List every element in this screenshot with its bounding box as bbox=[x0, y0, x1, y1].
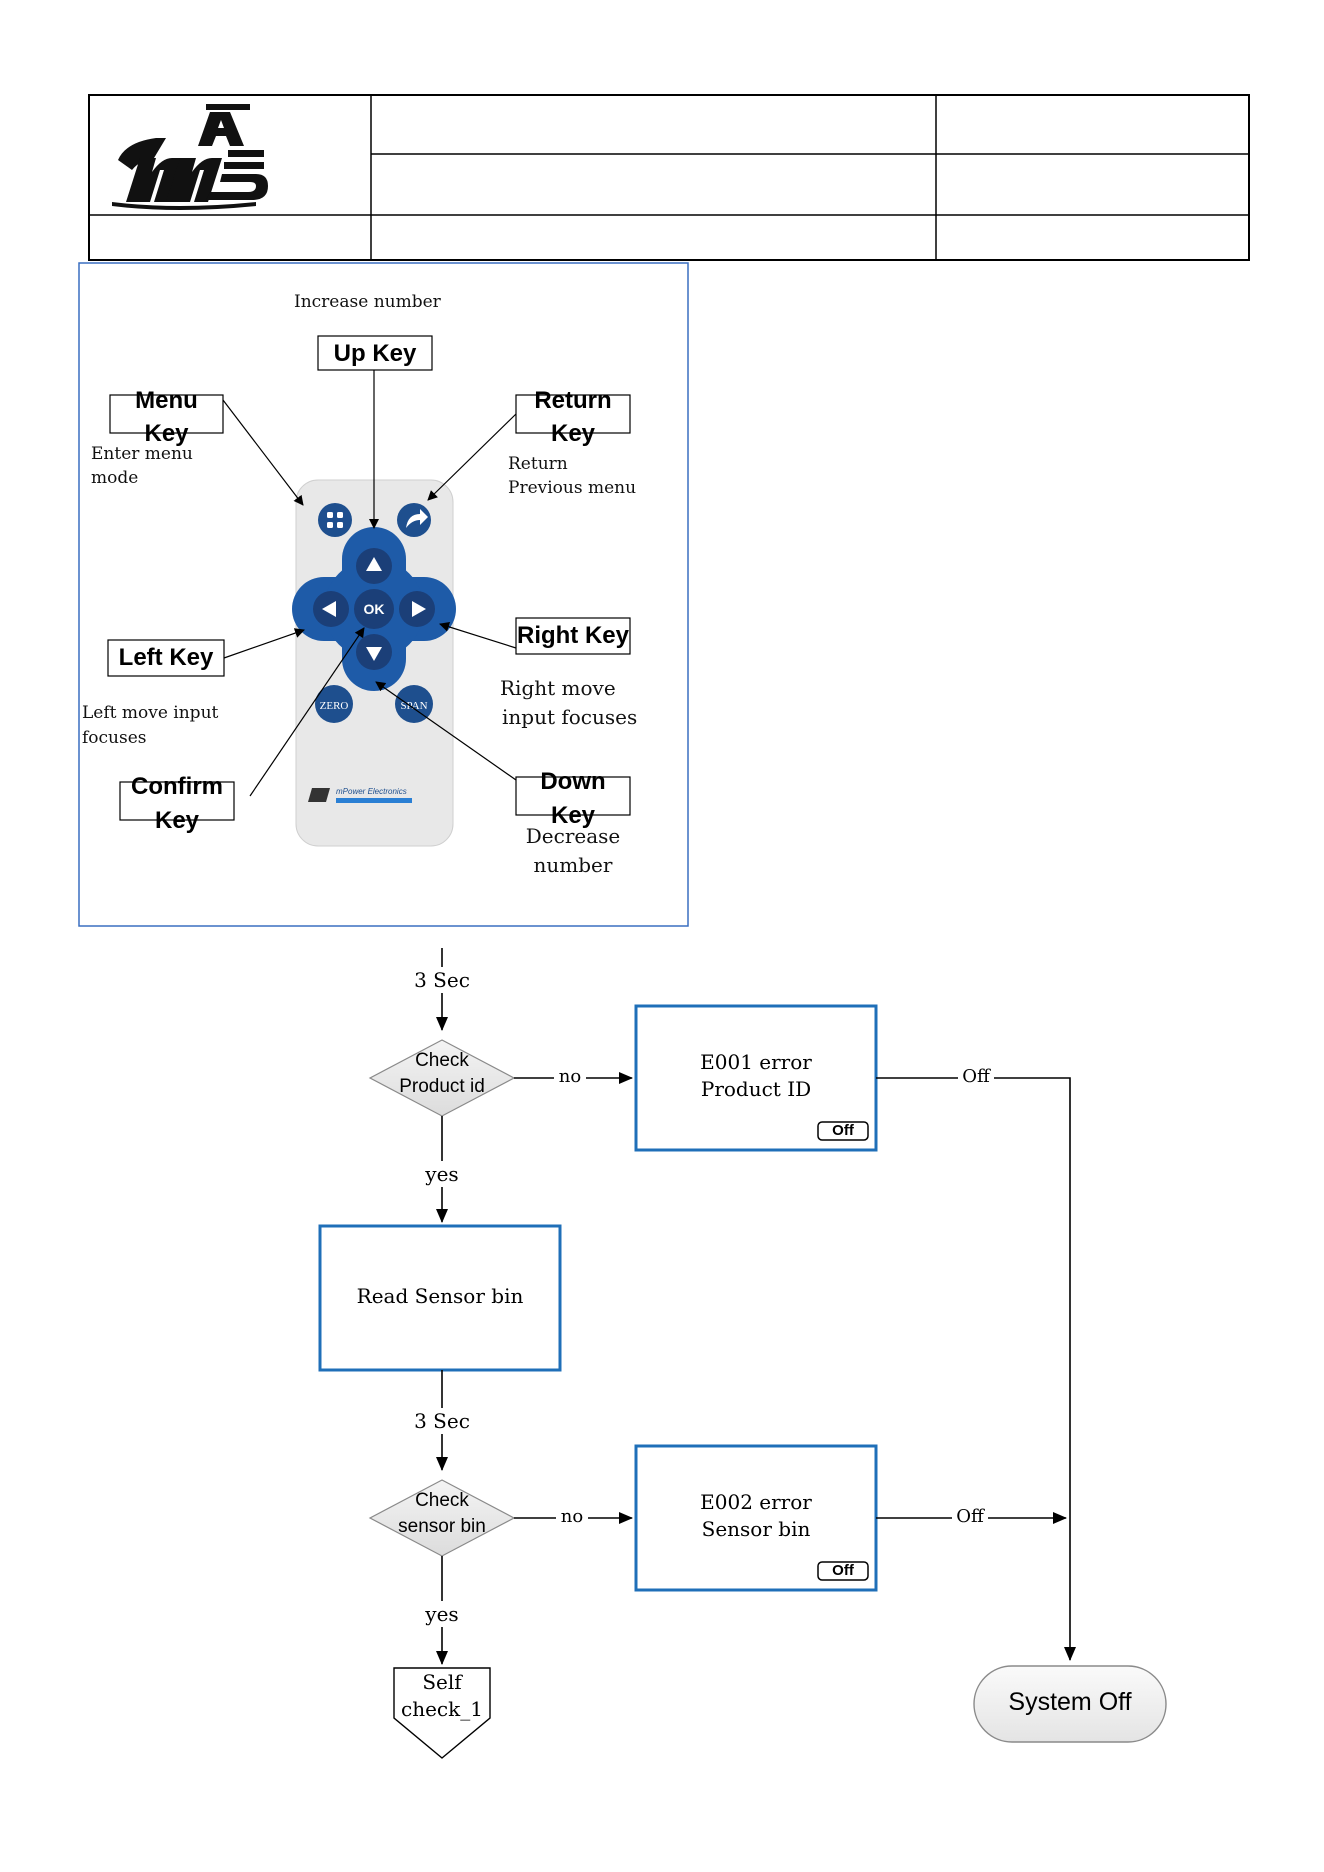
error-2-text-2: Sensor bin bbox=[701, 1517, 811, 1541]
header-table-grid bbox=[88, 94, 1250, 261]
left-key-description-1: Left move input bbox=[82, 703, 219, 723]
decision-2-text-1: Check bbox=[415, 1490, 469, 1511]
connector-text-2: check_1 bbox=[401, 1697, 483, 1721]
decision-2-text-2: sensor bin bbox=[398, 1516, 486, 1537]
device-brand-logo: mPower Electronics bbox=[308, 787, 412, 803]
decision-1-text-2: Product id bbox=[399, 1076, 485, 1097]
right-key-box bbox=[515, 617, 631, 655]
ok-text: OK bbox=[364, 601, 385, 617]
left-arrow-icon bbox=[322, 601, 336, 617]
up-key-label: Up Key bbox=[333, 340, 417, 367]
error-1-off-label: Off bbox=[832, 1122, 854, 1139]
down-arrow-icon bbox=[366, 647, 382, 661]
right-key-description-2: input focuses bbox=[502, 705, 638, 729]
up-key-description: Increase number bbox=[294, 292, 441, 312]
left-key-label: Left Key bbox=[118, 644, 214, 671]
edge-yes-label-1: yes bbox=[425, 1162, 459, 1186]
error-2-text-1: E002 error bbox=[700, 1490, 812, 1514]
left-key-description-2: focuses bbox=[82, 728, 147, 748]
edge-no-label-2: no bbox=[560, 1506, 584, 1527]
left-key-box bbox=[107, 639, 225, 677]
confirm-key-label: Confirm Key bbox=[131, 773, 223, 834]
dpad bbox=[292, 527, 456, 691]
down-key-description-2: number bbox=[533, 853, 613, 877]
edge-yes-label-2: yes bbox=[425, 1602, 459, 1626]
keypad-panel: OK ZERO SPAN mPower Electronics Up Key M… bbox=[78, 262, 689, 927]
edge-no-label-1: no bbox=[558, 1066, 582, 1087]
right-key-description-1: Right move bbox=[500, 676, 616, 700]
span-text: SPAN bbox=[400, 700, 427, 712]
right-key-label: Right Key bbox=[516, 622, 629, 649]
delay-label-2: 3 Sec bbox=[414, 1409, 470, 1433]
connector-text-1: Self bbox=[422, 1670, 462, 1694]
up-key-box bbox=[317, 335, 433, 371]
return-key-label: Return Key bbox=[534, 387, 612, 447]
menu-key-box bbox=[109, 394, 224, 434]
zero-text: ZERO bbox=[320, 700, 349, 712]
keypad-diagram: OK ZERO SPAN mPower Electronics bbox=[78, 262, 689, 927]
process-text: Read Sensor bin bbox=[356, 1284, 524, 1308]
decision-1-text-1: Check bbox=[415, 1050, 469, 1071]
company-logo bbox=[106, 102, 276, 214]
terminal-text: System Off bbox=[1008, 1688, 1132, 1716]
menu-key-label: Menu Key bbox=[135, 387, 198, 447]
right-arrow-icon bbox=[412, 601, 426, 617]
error-1-text-2: Product ID bbox=[700, 1077, 812, 1101]
zero-button-icon bbox=[315, 685, 353, 723]
up-arrow-icon bbox=[366, 557, 382, 571]
error-1-text-1: E001 error bbox=[700, 1050, 812, 1074]
ok-button-icon bbox=[354, 589, 394, 629]
menu-key-description-2: mode bbox=[91, 468, 139, 488]
return-key-description-1: Return bbox=[508, 454, 568, 474]
down-key-box bbox=[515, 776, 631, 816]
menu-key-description-1: Enter menu bbox=[91, 444, 193, 464]
flow-edge-off-1 bbox=[876, 1077, 1076, 1661]
down-key-label: Down Key bbox=[540, 768, 606, 829]
confirm-key-box bbox=[119, 781, 235, 821]
header-table bbox=[88, 94, 1250, 261]
return-key-box bbox=[515, 394, 631, 434]
menu-button-icon bbox=[318, 503, 352, 537]
edge-off-label-2: Off bbox=[956, 1506, 984, 1527]
span-button-icon bbox=[395, 685, 433, 723]
delay-label-1: 3 Sec bbox=[414, 968, 470, 992]
brand-text: mPower Electronics bbox=[336, 787, 407, 796]
down-key-description-1: Decrease bbox=[525, 824, 621, 848]
error-2-off-label: Off bbox=[832, 1562, 854, 1579]
edge-off-label-1: Off bbox=[962, 1066, 990, 1087]
return-key-description-2: Previous menu bbox=[508, 478, 637, 498]
